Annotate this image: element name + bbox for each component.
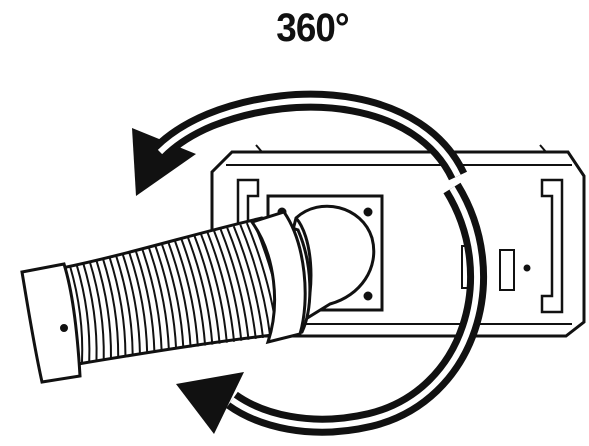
hose-rib [213, 230, 243, 341]
hose-rib [75, 264, 91, 362]
hose-rib [121, 252, 141, 355]
hose-rib [128, 251, 149, 354]
flexible-duct-hose [60, 216, 312, 366]
hose-rib [206, 232, 236, 342]
hose-rib [101, 257, 120, 358]
hose-collar [249, 210, 307, 345]
hose-rib [82, 262, 98, 361]
hose-rib [239, 224, 272, 338]
hose-rib [226, 227, 257, 339]
housing-bracket-right [540, 178, 564, 314]
rotation-arrow-upper-inner [157, 97, 461, 178]
hose-rib [200, 233, 228, 343]
hose-rib [173, 240, 199, 347]
hose-rib [154, 245, 178, 350]
hose-rib [147, 246, 170, 351]
hose-rib [108, 256, 127, 357]
hose-rib [186, 237, 214, 345]
hose-rib [134, 249, 156, 353]
hose-rib [219, 229, 250, 340]
hose-rib [95, 259, 112, 359]
hose-rib [88, 260, 105, 360]
rotation-arrow-lower-inner [230, 186, 481, 429]
hose-end-cuff [20, 262, 82, 384]
hose-rib [160, 243, 185, 349]
hose-rib [114, 254, 134, 356]
hose-rib [141, 248, 163, 352]
hose-rib [167, 241, 192, 348]
hose-rib [180, 238, 207, 346]
hose-rib [69, 265, 84, 363]
hose-rib [193, 235, 221, 344]
rotation-label: 360° [276, 6, 349, 50]
hose-rib [232, 225, 265, 338]
